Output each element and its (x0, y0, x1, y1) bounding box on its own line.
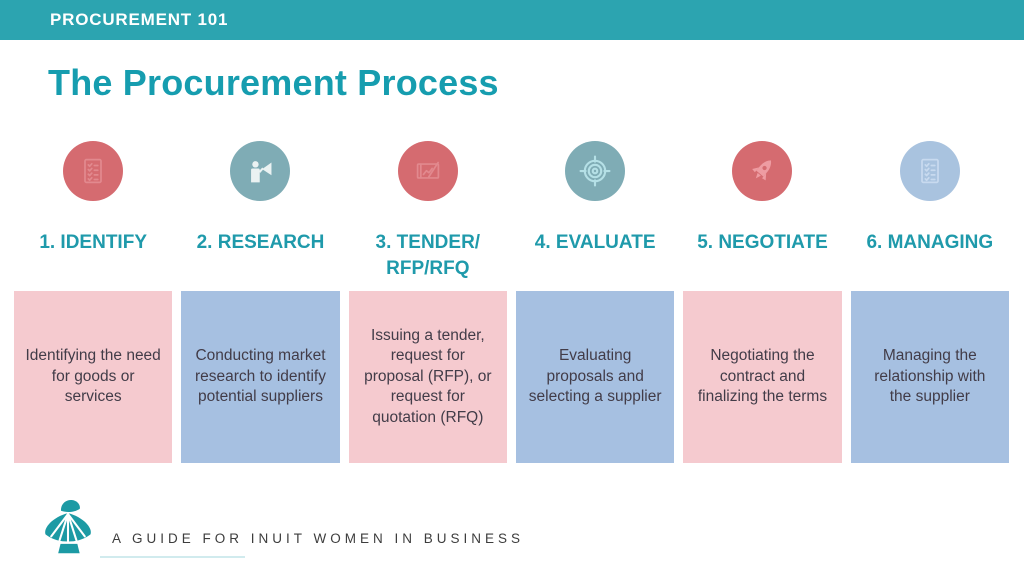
amauti-logo-icon (45, 499, 91, 554)
step-description-box: Issuing a tender, request for proposal (… (348, 291, 507, 463)
step-label: 5. NEGOTIATE (697, 232, 828, 253)
step-label: 2. RESEARCH (196, 232, 325, 253)
step-column-managing: 6. MANAGING Managing the relationship wi… (850, 141, 1009, 463)
checklist-icon (84, 158, 103, 184)
step-icon-circle (732, 141, 793, 201)
step-description: Managing the relationship with the suppl… (874, 347, 986, 406)
step-label: 6. MANAGING (866, 232, 994, 253)
step-description: Conducting market research to identify p… (195, 347, 326, 406)
footer: A GUIDE FOR INUIT WOMEN IN BUSINESS (40, 496, 524, 560)
blueprint-chart-icon (416, 161, 440, 179)
step-column-evaluate: 4. EVALUATE Evaluating proposals and sel… (515, 141, 675, 463)
rocket-icon (752, 160, 772, 181)
step-icon-circle (230, 141, 291, 201)
banner-label: PROCUREMENT 101 (50, 10, 229, 29)
header-banner: PROCUREMENT 101 (0, 0, 1024, 40)
step-column-negotiate: 5. NEGOTIATE Negotiating the contract an… (683, 141, 842, 463)
megaphone-person-icon (251, 161, 272, 183)
step-icon-circle (899, 141, 960, 201)
step-description-box: Conducting market research to identify p… (181, 291, 340, 463)
footer-divider (100, 556, 245, 558)
step-column-tender: 3. TENDER/ RFP/RFQ Issuing a tender, req… (348, 141, 507, 463)
step-description-box: Managing the relationship with the suppl… (850, 291, 1009, 463)
target-icon (579, 155, 611, 187)
step-column-research: 2. RESEARCH Conducting market research t… (181, 141, 340, 463)
checklist-icon (920, 158, 939, 184)
step-description: Evaluating proposals and selecting a sup… (528, 347, 662, 406)
step-description: Identifying the need for goods or servic… (25, 347, 161, 406)
step-label: 3. TENDER/ RFP/RFQ (375, 232, 481, 279)
step-description-box: Identifying the need for goods or servic… (14, 291, 173, 463)
step-icon-circle (565, 141, 626, 201)
step-column-identify: 1. IDENTIFY Identifying the need for goo… (14, 141, 173, 463)
process-steps: 1. IDENTIFY Identifying the need for goo… (14, 141, 1009, 463)
step-label: 1. IDENTIFY (39, 232, 147, 253)
page-title: The Procurement Process (48, 62, 499, 103)
step-description: Issuing a tender, request for proposal (… (364, 326, 492, 426)
step-label: 4. EVALUATE (534, 232, 656, 253)
step-icon-circle (63, 141, 124, 201)
step-description: Negotiating the contract and finalizing … (697, 347, 828, 406)
step-description-box: Negotiating the contract and finalizing … (683, 291, 842, 463)
step-icon-circle (397, 141, 458, 201)
footer-tagline: A GUIDE FOR INUIT WOMEN IN BUSINESS (112, 531, 525, 546)
step-description-box: Evaluating proposals and selecting a sup… (515, 291, 675, 463)
